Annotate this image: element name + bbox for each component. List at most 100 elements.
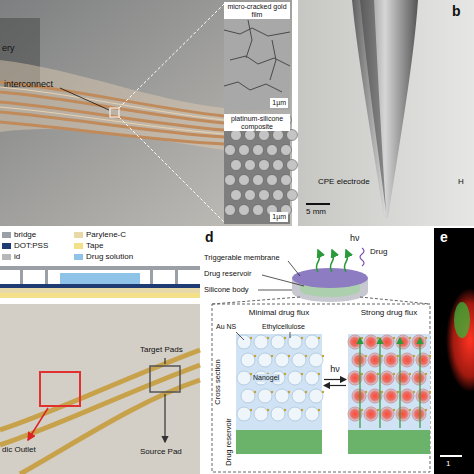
grain-dot — [245, 190, 256, 201]
gold-nanostar — [381, 355, 383, 357]
grain-dot — [225, 205, 236, 216]
figure-label: 1 — [446, 460, 450, 469]
figure-label: Nanogel — [252, 374, 280, 382]
inset-caption: platinum-silicone composite — [224, 114, 290, 131]
gold-nanostar — [397, 355, 399, 357]
gold-nanostar — [425, 337, 427, 339]
grain-dot — [281, 145, 292, 156]
nanogel-particle — [305, 371, 319, 385]
gold-nanostar — [361, 373, 363, 375]
gold-nanostar — [301, 409, 303, 411]
heated-nanogel — [364, 335, 378, 349]
nanogel-particle — [309, 389, 323, 403]
gold-nanostar — [322, 391, 324, 393]
gold-nanostar — [397, 391, 399, 393]
panel-heading: Strong drug flux — [348, 309, 430, 318]
gold-nanostar — [365, 355, 367, 357]
heated-nanogel — [412, 335, 426, 349]
figure-label: Triggerable membrane — [204, 254, 280, 262]
gold-nanostar — [409, 409, 411, 411]
scale-label: 1µm — [270, 98, 288, 108]
reversible-arrow — [324, 380, 346, 386]
heated-nanogel — [416, 389, 430, 403]
nanogel-particle — [271, 407, 285, 421]
gold-nanostar — [381, 391, 383, 393]
gold-nanostar — [365, 391, 367, 393]
grain-dot — [253, 145, 264, 156]
figure-label: Drug — [370, 248, 387, 257]
legend-text: id — [14, 252, 20, 261]
figure-label: ery — [2, 44, 15, 54]
legend-swatch — [74, 232, 83, 238]
legend-entry: DOT:PSS — [2, 242, 48, 251]
figure-label: b — [452, 4, 461, 19]
heated-nanogel — [416, 353, 430, 367]
drug-flow-arrow — [379, 338, 380, 428]
heated-nanogel — [400, 353, 414, 367]
gold-nanostar — [377, 409, 379, 411]
heated-nanogel — [412, 371, 426, 385]
gold-nanostar — [409, 373, 411, 375]
grain-dot — [273, 190, 284, 201]
grain-dot — [231, 190, 242, 201]
nanogel-particle — [292, 353, 306, 367]
arrow-line — [324, 385, 346, 386]
grain-dot — [239, 145, 250, 156]
grain-dot — [239, 205, 250, 216]
gold-nanostar — [318, 373, 320, 375]
gold-nanostar — [413, 355, 415, 357]
gold-nanostar — [393, 409, 395, 411]
nanogel-particle — [288, 407, 302, 421]
legend-text: DOT:PSS — [14, 241, 48, 250]
grain-dot — [253, 205, 264, 216]
legend-text: Drug solution — [86, 252, 133, 261]
grain-dot — [225, 145, 236, 156]
grain-dot — [281, 175, 292, 186]
heated-nanogel — [380, 371, 394, 385]
gold-nanostar — [377, 373, 379, 375]
grain-dot — [267, 175, 278, 186]
gold-nanostar — [250, 337, 252, 339]
nanogel-particle — [305, 335, 319, 349]
nanogel-particle — [309, 353, 323, 367]
heated-nanogel — [380, 335, 394, 349]
grain-dot — [259, 190, 270, 201]
nanogel-particle — [237, 371, 251, 385]
legend-swatch — [2, 254, 11, 260]
gold-nanostar — [271, 355, 273, 357]
gold-nanostar — [429, 391, 431, 393]
legend-entry: id — [2, 253, 20, 262]
gold-nanostar — [322, 355, 324, 357]
nanogel-particle — [258, 389, 272, 403]
arrow-line — [324, 379, 346, 380]
inset-caption: micro-cracked gold film — [224, 2, 290, 19]
gold-nanostar — [254, 355, 256, 357]
legend-entry: bridge — [2, 231, 36, 240]
nanogel-particle — [275, 353, 289, 367]
legend-text: bridge — [14, 230, 36, 239]
grain-dot — [239, 175, 250, 186]
figure-label: interconnect — [4, 80, 53, 90]
figure-label: hν — [350, 234, 360, 244]
heated-nanogel — [400, 389, 414, 403]
panel-heading: Minimal drug flux — [236, 309, 322, 318]
figure-label: d — [205, 230, 214, 245]
nanogel-particle — [258, 353, 272, 367]
gold-nanostar — [301, 373, 303, 375]
heated-nanogel — [396, 371, 410, 385]
heated-nanogel — [412, 407, 426, 421]
gold-nanostar — [267, 337, 269, 339]
nanogel-particle — [254, 335, 268, 349]
heated-nanogel — [380, 407, 394, 421]
grain-dot — [231, 160, 242, 171]
nanogel-particle — [254, 407, 268, 421]
figure-label: CPE electrode — [318, 178, 370, 187]
heated-nanogel — [352, 389, 366, 403]
grain-dot — [273, 160, 284, 171]
nanogel-particle — [275, 389, 289, 403]
figure-label: Ethylcellulose — [262, 323, 305, 331]
grain-dot — [253, 175, 264, 186]
gold-nanostar — [318, 337, 320, 339]
